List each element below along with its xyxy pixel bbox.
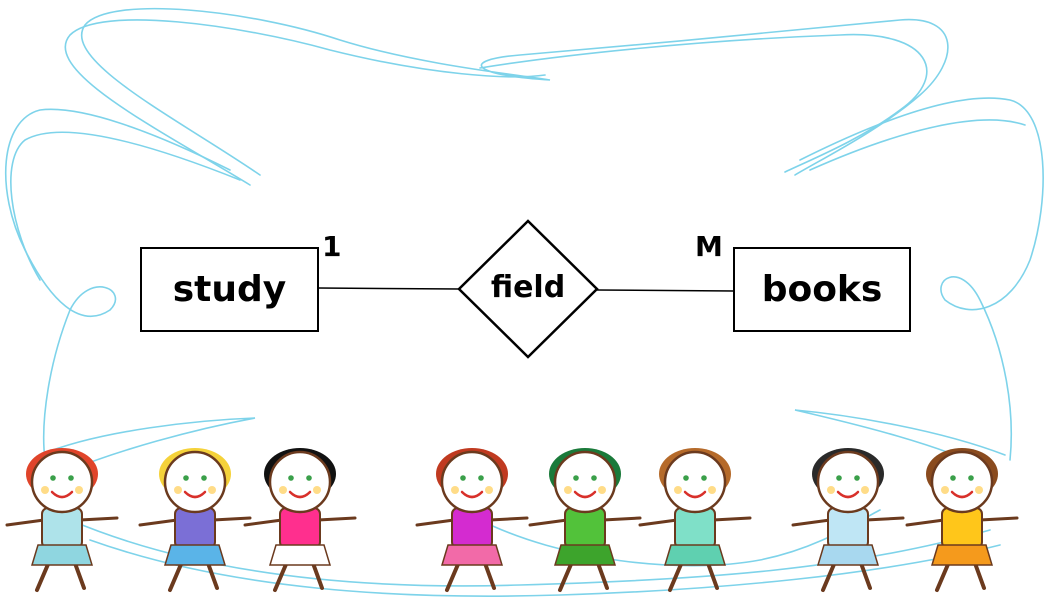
child-7-icon <box>791 448 905 592</box>
child-2-icon <box>138 448 252 592</box>
cardinality-left: 1 <box>322 230 342 263</box>
relationship-label: field <box>490 270 566 305</box>
entity-study-label: study <box>172 269 287 310</box>
relationship-diamond <box>457 219 599 359</box>
child-4-icon <box>415 448 529 592</box>
entity-books: books <box>733 247 911 332</box>
child-3-icon <box>243 448 357 592</box>
entity-study: study <box>140 247 319 332</box>
child-1-icon <box>5 448 119 592</box>
child-6-icon <box>638 448 752 592</box>
child-8-icon <box>905 448 1019 592</box>
cardinality-right: M <box>695 230 723 263</box>
connector-line-left <box>317 287 461 290</box>
entity-books-label: books <box>761 269 883 310</box>
child-5-icon <box>528 448 642 592</box>
connector-line-right <box>596 289 735 292</box>
